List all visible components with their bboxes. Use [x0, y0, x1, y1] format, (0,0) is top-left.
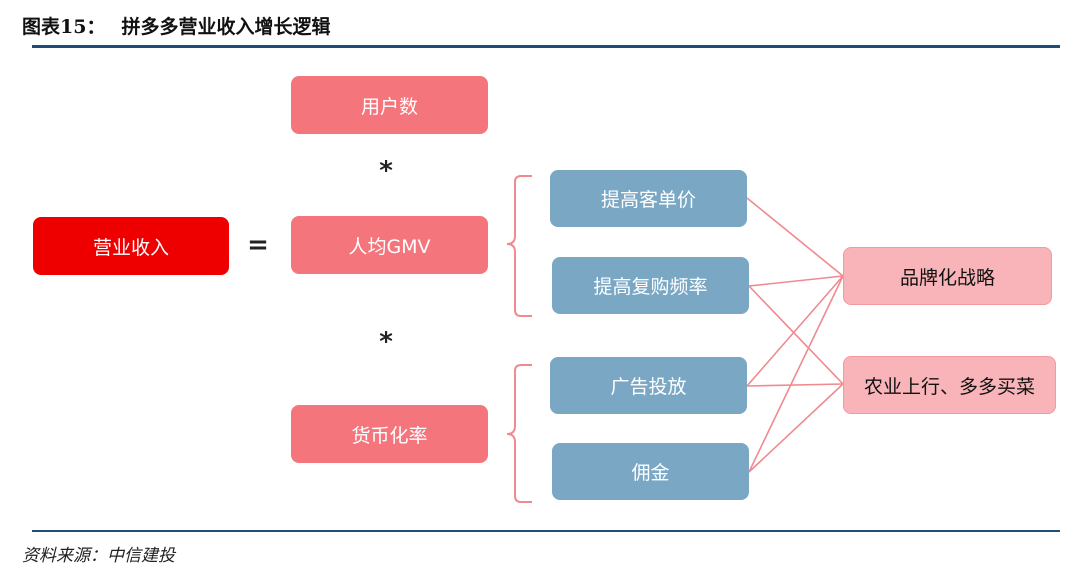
gmv-per-user-box: 人均GMV	[291, 216, 488, 274]
bracket-monetization	[506, 364, 532, 503]
link-frequency-brand	[748, 275, 844, 287]
brand-strategy-box: 品牌化战略	[843, 247, 1052, 305]
equals-sign: =	[247, 230, 269, 260]
link-order-value-brand	[746, 197, 844, 277]
link-ads-agriculture	[746, 383, 844, 387]
figure-title: 图表15： 拼多多营业收入增长逻辑	[22, 12, 330, 39]
figure-number: 图表15：	[22, 16, 106, 38]
advertising-box: 广告投放	[550, 357, 747, 414]
revenue-box: 营业收入	[33, 217, 229, 275]
multiply-sign-2: *	[379, 327, 393, 357]
bottom-rule	[32, 530, 1060, 532]
bracket-gmv	[506, 175, 532, 317]
link-commission-agriculture	[748, 383, 844, 473]
link-frequency-agriculture	[748, 285, 844, 385]
raise-order-value-box: 提高客单价	[550, 170, 747, 227]
source-note: 资料来源：中信建投	[22, 546, 175, 566]
raise-frequency-box: 提高复购频率	[552, 257, 749, 314]
link-ads-brand	[746, 275, 844, 387]
link-commission-brand	[748, 275, 844, 473]
users-box: 用户数	[291, 76, 488, 134]
commission-box: 佣金	[552, 443, 749, 500]
figure-title-text: 拼多多营业收入增长逻辑	[121, 16, 331, 38]
monetization-rate-box: 货币化率	[291, 405, 488, 463]
agriculture-box: 农业上行、多多买菜	[843, 356, 1056, 414]
top-rule	[32, 45, 1060, 48]
multiply-sign-1: *	[379, 156, 393, 186]
